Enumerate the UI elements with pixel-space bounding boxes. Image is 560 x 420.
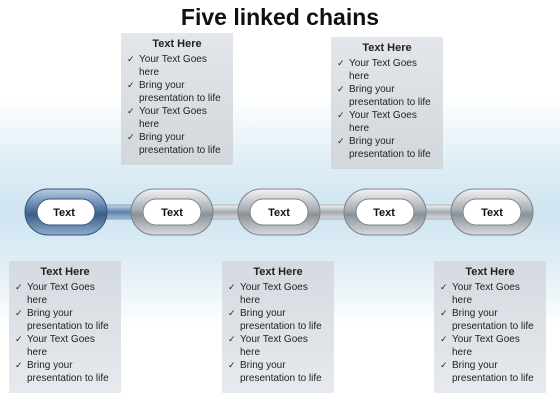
bullet-item: ✓Your Text Goes here <box>228 334 308 358</box>
text-box-heading: Text Here <box>152 38 202 50</box>
bullet-item: ✓Bring your presentation to life <box>228 308 322 332</box>
checkmark-icon: ✓ <box>127 132 135 142</box>
chain-link-3: Text <box>237 188 321 236</box>
text-box-heading: Text Here <box>40 266 90 278</box>
bullet-item: ✓Bring your presentation to life <box>337 84 431 108</box>
checkmark-icon: ✓ <box>337 84 345 94</box>
bullet-item: ✓Bring your presentation to life <box>337 136 431 160</box>
text-box-top-1: Text Here ✓Your Text Goes here ✓Bring yo… <box>121 33 233 165</box>
checkmark-icon: ✓ <box>440 308 448 318</box>
chain-link-label: Text <box>161 207 183 219</box>
checkmark-icon: ✓ <box>15 334 23 344</box>
bullet-item: ✓Bring your presentation to life <box>228 360 322 384</box>
checkmark-icon: ✓ <box>337 110 345 120</box>
checkmark-icon: ✓ <box>127 80 135 90</box>
checkmark-icon: ✓ <box>127 106 135 116</box>
checkmark-icon: ✓ <box>228 308 236 318</box>
checkmark-icon: ✓ <box>440 360 448 370</box>
bullet-item: ✓Bring your presentation to life <box>440 360 534 384</box>
bullet-item: ✓Your Text Goes here <box>337 58 417 82</box>
checkmark-icon: ✓ <box>337 58 345 68</box>
checkmark-icon: ✓ <box>15 308 23 318</box>
page-title: Five linked chains <box>180 4 380 30</box>
text-box-heading: Text Here <box>465 266 515 278</box>
checkmark-icon: ✓ <box>228 282 236 292</box>
bullet-item: ✓Your Text Goes here <box>15 334 95 358</box>
bullet-item: ✓Your Text Goes here <box>440 334 520 358</box>
bullet-list: ✓Your Text Goes here ✓Bring your present… <box>440 281 540 385</box>
bullet-list: ✓Your Text Goes here ✓Bring your present… <box>15 281 115 385</box>
chain-link-4: Text <box>343 188 427 236</box>
text-box-bottom-1: Text Here ✓Your Text Goes here ✓Bring yo… <box>9 261 121 393</box>
bullet-item: ✓Your Text Goes here <box>228 282 308 306</box>
chain-link-label: Text <box>53 207 75 219</box>
checkmark-icon: ✓ <box>15 282 23 292</box>
checkmark-icon: ✓ <box>228 334 236 344</box>
checkmark-icon: ✓ <box>127 54 135 64</box>
text-box-heading: Text Here <box>362 42 412 54</box>
chain-link-5: Text <box>450 188 534 236</box>
text-box-bottom-3: Text Here ✓Your Text Goes here ✓Bring yo… <box>434 261 546 393</box>
checkmark-icon: ✓ <box>15 360 23 370</box>
chain-link-label: Text <box>373 207 395 219</box>
bullet-item: ✓Bring your presentation to life <box>127 80 221 104</box>
checkmark-icon: ✓ <box>337 136 345 146</box>
bullet-item: ✓Your Text Goes here <box>15 282 95 306</box>
checkmark-icon: ✓ <box>228 360 236 370</box>
bullet-item: ✓Your Text Goes here <box>440 282 520 306</box>
bullet-item: ✓Bring your presentation to life <box>15 308 109 332</box>
bullet-item: ✓Bring your presentation to life <box>440 308 534 332</box>
checkmark-icon: ✓ <box>440 334 448 344</box>
chain-link-label: Text <box>481 207 503 219</box>
text-box-bottom-2: Text Here ✓Your Text Goes here ✓Bring yo… <box>222 261 334 393</box>
bullet-list: ✓Your Text Goes here ✓Bring your present… <box>228 281 328 385</box>
checkmark-icon: ✓ <box>440 282 448 292</box>
chain-link-1: Text <box>24 188 108 236</box>
bullet-list: ✓Your Text Goes here ✓Bring your present… <box>337 57 437 161</box>
text-box-heading: Text Here <box>253 266 303 278</box>
bullet-item: ✓Bring your presentation to life <box>127 132 221 156</box>
chain-link-label: Text <box>268 207 290 219</box>
bullet-item: ✓Your Text Goes here <box>127 106 207 130</box>
text-box-top-2: Text Here ✓Your Text Goes here ✓Bring yo… <box>331 37 443 169</box>
chain-link-2: Text <box>130 188 214 236</box>
bullet-list: ✓Your Text Goes here ✓Bring your present… <box>127 53 227 157</box>
bullet-item: ✓Your Text Goes here <box>337 110 417 134</box>
bullet-item: ✓Bring your presentation to life <box>15 360 109 384</box>
bullet-item: ✓Your Text Goes here <box>127 54 207 78</box>
